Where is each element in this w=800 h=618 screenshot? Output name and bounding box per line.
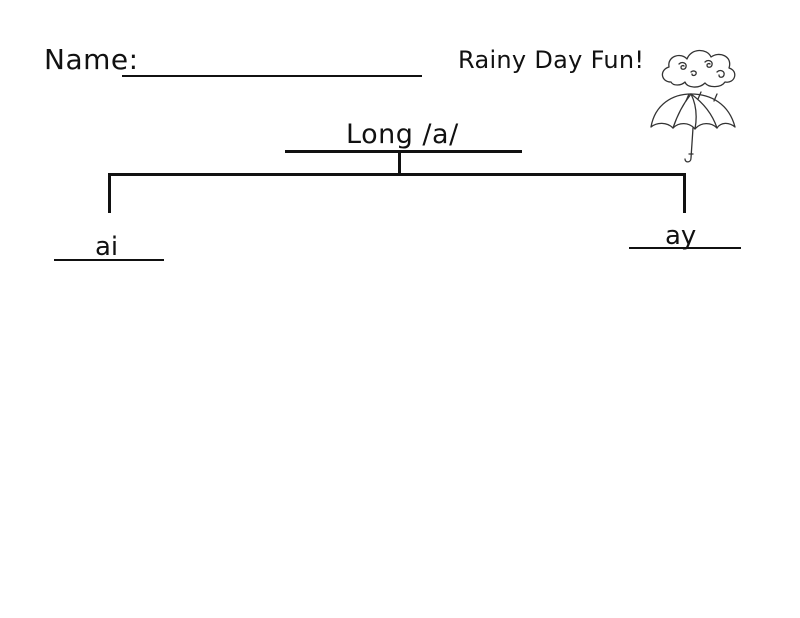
branch-underline-ai: [54, 259, 164, 261]
root-label: Long /a/: [346, 118, 459, 152]
tree-left-branch: [108, 173, 111, 213]
tree-stem: [398, 152, 401, 174]
tree-right-branch: [683, 173, 686, 213]
name-write-line[interactable]: [122, 75, 422, 77]
name-label: Name:: [44, 42, 139, 78]
root-underline: [285, 150, 522, 153]
umbrella-rain-cloud-icon: [645, 42, 745, 167]
tree-crossbar: [108, 173, 686, 176]
worksheet-title: Rainy Day Fun!: [458, 44, 644, 76]
branch-underline-ay: [629, 247, 741, 249]
